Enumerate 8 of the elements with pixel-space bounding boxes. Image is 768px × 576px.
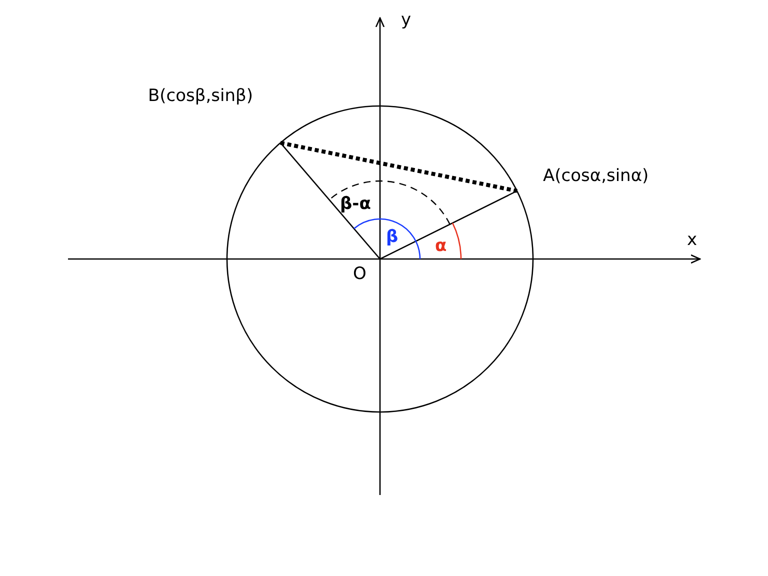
angle-label: β-α <box>340 194 371 214</box>
axis-label: x <box>687 230 698 250</box>
point-label: B(cosβ,sinβ) <box>148 86 253 106</box>
axis-label: y <box>401 10 412 30</box>
angle-label: β <box>386 227 398 248</box>
point-label: A(cosα,sinα) <box>543 166 649 186</box>
angle-label: α <box>435 236 447 256</box>
origin-label: O <box>353 264 366 284</box>
